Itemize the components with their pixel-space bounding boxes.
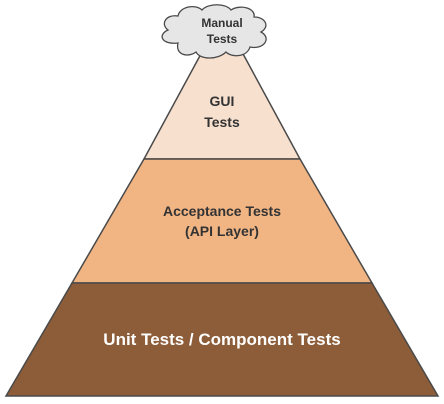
acceptance-label-line1: Acceptance Tests xyxy=(163,203,281,219)
gui-label-line2: Tests xyxy=(204,114,240,130)
cloud-shape xyxy=(161,4,267,59)
gui-label-line1: GUI xyxy=(210,93,235,109)
cloud-label-line1: Manual xyxy=(201,16,242,30)
acceptance-tier xyxy=(70,158,374,284)
unit-tier xyxy=(4,282,440,397)
cloud-label-line2: Tests xyxy=(207,32,238,46)
manual-tests-cloud: Manual Tests xyxy=(161,4,267,59)
unit-label: Unit Tests / Component Tests xyxy=(103,330,340,349)
acceptance-label-line2: (API Layer) xyxy=(185,223,259,239)
